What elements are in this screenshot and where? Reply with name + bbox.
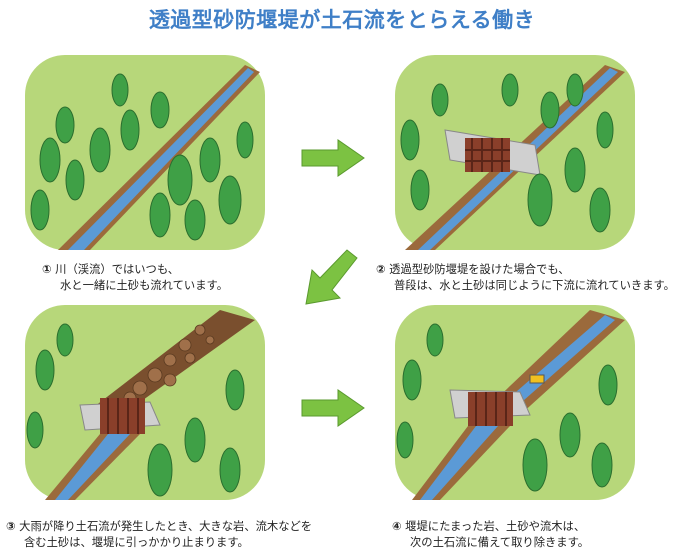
panel-4-illustration: [390, 300, 640, 505]
caption-line: 次の土石流に備えて取り除きます。: [410, 536, 590, 549]
caption-line: 含む土砂は、堰堤に引っかかり止まります。: [24, 536, 249, 549]
page-title: 透過型砂防堰堤が土石流をとらえる働き: [148, 8, 536, 32]
panel-1-illustration: [20, 50, 270, 255]
panel-3-illustration: [20, 300, 270, 505]
arrow-down-left: [305, 249, 358, 305]
caption-line: 普段は、水と土砂は同じように下流に流れていきます。: [394, 279, 675, 292]
caption-step-2: ② 透過型砂防堰堤を設けた場合でも、 普段は、水と土砂は同じように下流に流れてい…: [376, 262, 675, 294]
caption-line: ② 透過型砂防堰堤を設けた場合でも、: [376, 263, 570, 276]
caption-step-1: ① 川（渓流）ではいつも、 水と一緒に土砂も流れています。: [42, 262, 228, 294]
arrow-right-top: [301, 139, 365, 177]
caption-line: ③ 大雨が降り土石流が発生したとき、大きな岩、流木などを: [6, 520, 313, 533]
panel-2-illustration: [390, 50, 640, 255]
arrow-right-bottom: [301, 389, 365, 427]
caption-step-4: ④ 堰堤にたまった岩、土砂や流木は、 次の土石流に備えて取り除きます。: [392, 519, 589, 551]
caption-line: 水と一緒に土砂も流れています。: [60, 279, 228, 292]
caption-line: ① 川（渓流）ではいつも、: [42, 263, 180, 276]
caption-line: ④ 堰堤にたまった岩、土砂や流木は、: [392, 520, 586, 533]
caption-step-3: ③ 大雨が降り土石流が発生したとき、大きな岩、流木などを 含む土砂は、堰堤に引っ…: [6, 519, 312, 551]
